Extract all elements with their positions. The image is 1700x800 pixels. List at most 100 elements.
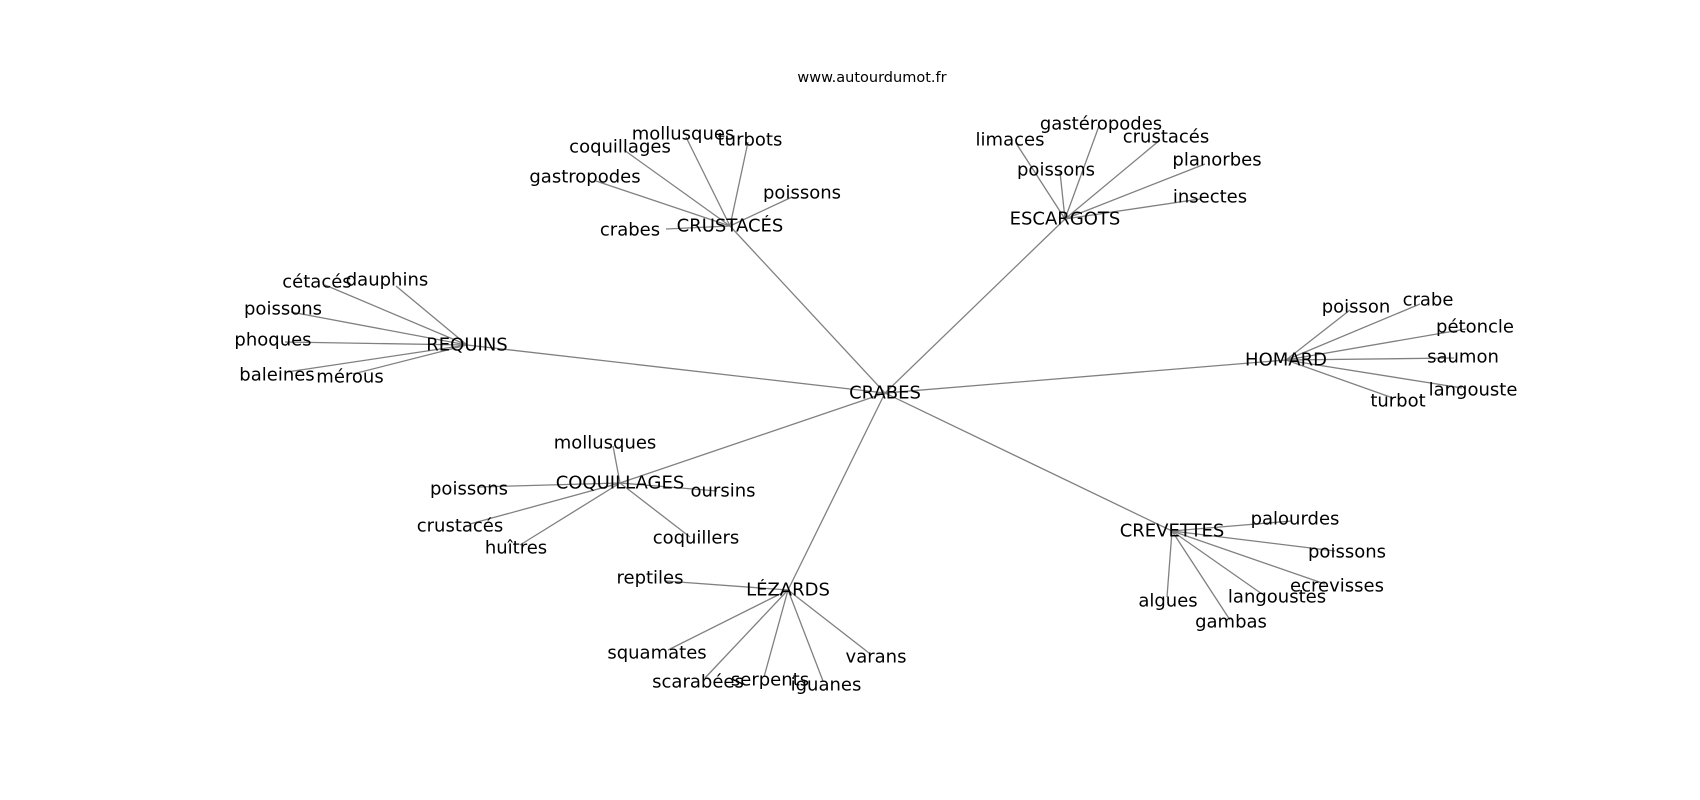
edge-hub-word xyxy=(1059,171,1066,220)
hub-node: CREVETTES xyxy=(1120,521,1225,542)
leaf-node: limaces xyxy=(976,130,1045,151)
leaf-node: crabe xyxy=(1403,290,1454,311)
leaf-node: poissons xyxy=(1017,160,1095,181)
edge-center-hub xyxy=(729,225,886,394)
leaf-node: poissons xyxy=(763,183,841,204)
hub-node: REQUINS xyxy=(426,335,507,356)
edge-hub-word xyxy=(667,589,789,651)
edge-hub-word xyxy=(519,482,621,546)
edge-hub-word xyxy=(1171,520,1293,532)
edge-center-hub xyxy=(884,359,1287,394)
leaf-node: turbots xyxy=(718,130,783,151)
leaf-node: crustacés xyxy=(1123,127,1210,148)
leaf-node: scarabées xyxy=(652,672,744,693)
leaf-node: dauphins xyxy=(346,270,429,291)
hub-node: HOMARD xyxy=(1245,350,1327,371)
edge-hub-word xyxy=(352,344,468,375)
edge-hub-word xyxy=(284,341,468,346)
leaf-node: pétoncle xyxy=(1436,317,1514,338)
leaf-node: langoustes xyxy=(1228,587,1326,608)
leaf-node: coquillages xyxy=(569,137,671,158)
edge-center-hub xyxy=(884,392,1173,532)
edge-hub-word xyxy=(729,196,793,227)
edge-hub-word xyxy=(1285,303,1421,361)
leaf-node: crabes xyxy=(600,220,660,241)
leaf-node: squamates xyxy=(607,643,706,664)
leaf-node: algues xyxy=(1138,591,1197,612)
edge-hub-word xyxy=(619,482,691,538)
leaf-node: mollusques xyxy=(554,433,657,454)
leaf-node: reptiles xyxy=(616,568,683,589)
edge-hub-word xyxy=(286,344,468,373)
edge-hub-word xyxy=(1285,359,1463,389)
edge-center-hub xyxy=(787,392,886,591)
hub-node: CRUSTACÉS xyxy=(677,215,784,237)
edge-hub-word xyxy=(1171,530,1336,552)
edge-hub-word xyxy=(469,482,621,525)
edge-hub-word xyxy=(685,136,731,227)
edge-hub-word xyxy=(1171,530,1231,621)
edge-hub-word xyxy=(1285,357,1455,361)
edge-hub-word xyxy=(1064,139,1161,220)
edge-hub-word xyxy=(665,225,731,230)
edge-hub-word xyxy=(324,284,468,346)
edge-hub-word xyxy=(1171,530,1326,585)
leaf-node: coquillers xyxy=(653,528,740,549)
leaf-node: oursins xyxy=(691,481,756,502)
leaf-node: crustacés xyxy=(417,516,504,537)
edge-hub-word xyxy=(612,445,621,484)
edge-hub-word xyxy=(1285,359,1394,399)
edge-hub-word xyxy=(1285,328,1467,361)
leaf-node: mérous xyxy=(316,367,383,388)
edge-center-hub xyxy=(466,344,886,394)
hub-node: ESCARGOTS xyxy=(1010,209,1121,230)
edge-hub-word xyxy=(1285,309,1351,361)
leaf-node: turbot xyxy=(1370,391,1425,412)
leaf-node: cétacés xyxy=(282,272,351,293)
leaf-node: poissons xyxy=(244,299,322,320)
leaf-node: phoques xyxy=(234,330,311,351)
graph-edges xyxy=(284,125,1467,682)
leaf-node: saumon xyxy=(1427,347,1499,368)
edge-hub-word xyxy=(1064,198,1201,220)
edge-hub-word xyxy=(664,580,789,591)
edge-hub-word xyxy=(1166,530,1173,598)
edge-center-hub xyxy=(884,218,1066,394)
hub-node: COQUILLAGES xyxy=(556,473,685,494)
leaf-node: ecrevisses xyxy=(1290,576,1384,597)
hub-node: LÉZARDS xyxy=(746,579,830,601)
leaf-node: mollusques xyxy=(632,124,735,145)
edge-hub-word xyxy=(290,311,468,346)
edge-hub-word xyxy=(729,141,749,227)
leaf-node: langouste xyxy=(1429,380,1518,401)
leaf-node: gastropodes xyxy=(529,167,640,188)
edge-hub-word xyxy=(619,482,718,492)
edge-center-hub xyxy=(619,392,886,484)
leaf-node: baleines xyxy=(239,365,314,386)
edge-hub-word xyxy=(763,589,789,678)
site-label: www.autourdumot.fr xyxy=(797,70,946,86)
edge-hub-word xyxy=(787,589,870,654)
leaf-node: poisson xyxy=(1322,297,1391,318)
edge-hub-word xyxy=(1064,163,1206,220)
edge-hub-word xyxy=(595,180,731,227)
leaf-node: huîtres xyxy=(485,538,547,559)
leaf-node: poissons xyxy=(1308,542,1386,563)
leaf-node: serpents xyxy=(731,670,809,691)
leaf-node: varans xyxy=(846,647,907,668)
leaf-node: iguanes xyxy=(791,675,862,696)
edge-hub-word xyxy=(1064,125,1100,220)
leaf-node: poissons xyxy=(430,479,508,500)
edge-hub-word xyxy=(1015,142,1066,220)
edge-hub-word xyxy=(395,285,468,346)
leaf-node: gambas xyxy=(1195,612,1267,633)
leaf-node: gastéropodes xyxy=(1040,114,1162,135)
leaf-node: planorbes xyxy=(1172,150,1261,171)
leaf-node: insectes xyxy=(1173,187,1247,208)
edge-hub-word xyxy=(1171,530,1263,595)
edge-hub-word xyxy=(623,149,731,227)
edge-hub-word xyxy=(787,589,824,682)
leaf-node: palourdes xyxy=(1251,509,1340,530)
